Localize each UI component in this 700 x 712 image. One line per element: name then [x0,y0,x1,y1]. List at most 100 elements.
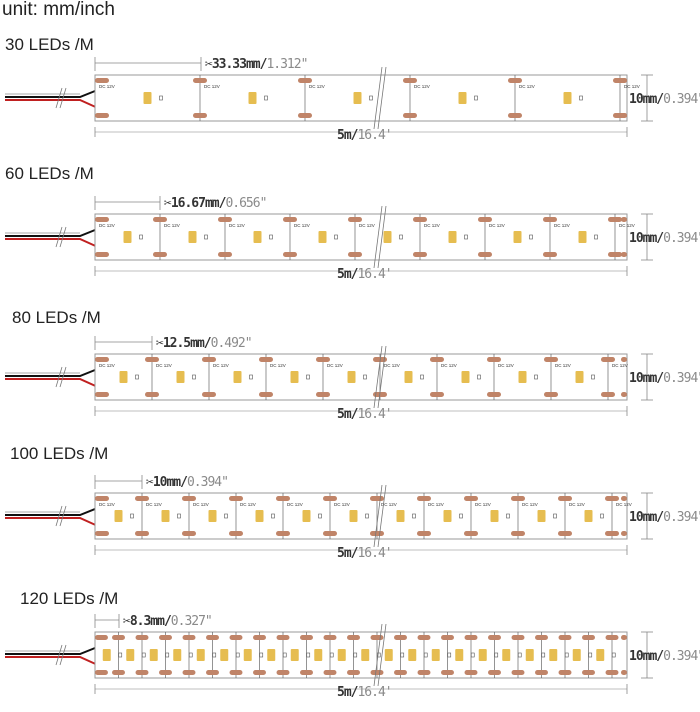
pad-voltage-label: DC 12V [475,502,491,507]
copper-pad-plus [316,357,330,362]
end-pad [621,670,627,675]
copper-pad-minus [298,113,312,118]
copper-pad-minus [558,531,572,536]
copper-pad-plus [430,357,444,362]
pad-voltage-label: DC 12V [616,502,632,507]
cut-inch: 1.312" [266,57,307,72]
resistor [334,234,338,240]
cut-mm: 33.33mm/ [212,57,268,72]
resistor [224,513,228,519]
wire-break-mark [55,226,67,248]
led-chip [248,92,257,104]
width-label: 10mm/0.394" [629,510,700,525]
black-wire [5,367,101,377]
resistor [318,513,322,519]
width-inch: 0.394" [663,649,700,664]
led-chip [314,649,323,661]
pad-voltage-label: DC 12V [414,84,430,89]
led-chip [404,371,413,383]
copper-pad-plus [95,78,109,83]
copper-pad-minus [478,252,492,257]
copper-pad-plus [464,496,478,501]
pad-voltage-label: DC 12V [327,363,343,368]
copper-pad-minus [441,670,454,675]
led-chip [349,510,358,522]
red-wire [5,238,101,249]
copper-pad-minus [276,531,290,536]
copper-pad-plus [413,217,427,222]
resistor [506,513,510,519]
resistor [579,95,583,101]
copper-pad-minus [95,392,109,397]
strip-title: 100 LEDs /M [10,444,108,463]
length-label: 5m/16.4' [337,546,392,561]
led-chip [253,231,262,243]
width-mm: 10mm/ [629,510,664,525]
pad-voltage-label: DC 12V [99,502,115,507]
copper-pad-plus [535,635,548,640]
copper-pad-plus [605,635,619,640]
copper-pad-plus [145,357,159,362]
copper-pad-plus [112,635,125,640]
led-chip [361,649,370,661]
led-chip [126,649,135,661]
pad-voltage-label: DC 12V [381,502,397,507]
width-inch: 0.394" [663,510,700,525]
strip-break-mark [373,66,387,130]
scissors-icon: ✂ [156,336,164,351]
pad-voltage-label: DC 12V [229,223,245,228]
led-chip [123,231,132,243]
copper-pad-plus [182,496,196,501]
copper-pad-minus [159,670,172,675]
cut-inch: 0.492" [211,336,252,351]
pad-voltage-label: DC 12V [287,502,303,507]
resistor [474,95,478,101]
length-m: 5m/ [337,267,359,282]
red-wire [5,517,101,528]
copper-pad-plus [441,635,454,640]
copper-pad-minus [153,252,167,257]
copper-pad-minus [535,670,548,675]
copper-pad-minus [508,113,522,118]
copper-pad-minus [145,392,159,397]
cut-length-label: ✂8.3mm/0.327" [123,614,212,629]
length-label: 5m/16.4' [337,685,392,700]
led-chip [461,371,470,383]
copper-pad-minus [193,113,207,118]
strip-title: 80 LEDs /M [12,308,101,327]
copper-pad-plus [608,217,622,222]
length-label: 5m/16.4' [337,407,392,422]
copper-pad-minus [608,252,622,257]
strip-title: 60 LEDs /M [5,164,94,183]
copper-pad-minus [182,531,196,536]
resistor [553,513,557,519]
resistor [464,234,468,240]
resistor [159,95,163,101]
copper-pad-minus [135,670,149,675]
pad-voltage-label: DC 12V [99,84,115,89]
strip-body [94,213,628,261]
led-chip [578,231,587,243]
copper-pad-minus [202,392,216,397]
pad-voltage-label: DC 12V [334,502,350,507]
copper-pad-plus [95,635,108,640]
copper-pad-plus [544,357,558,362]
led-chip [384,649,393,661]
copper-pad-minus [323,670,337,675]
led-chip [596,649,605,661]
width-inch: 0.394" [663,92,700,107]
led-chip [196,649,205,661]
width-label: 10mm/0.394" [629,231,700,246]
strip-group: 100 LEDs /M DC 12V DC 12V DC 12V DC 12V DC 12… [5,444,700,561]
resistor [135,374,139,380]
copper-pad-plus [511,635,525,640]
strip-break-mark [373,205,387,269]
pad-voltage-label: DC 12V [164,223,180,228]
resistor [363,374,367,380]
pad-voltage-label: DC 12V [612,363,628,368]
copper-pad-minus [464,670,478,675]
end-pad [621,78,627,83]
copper-pad-plus [558,635,572,640]
